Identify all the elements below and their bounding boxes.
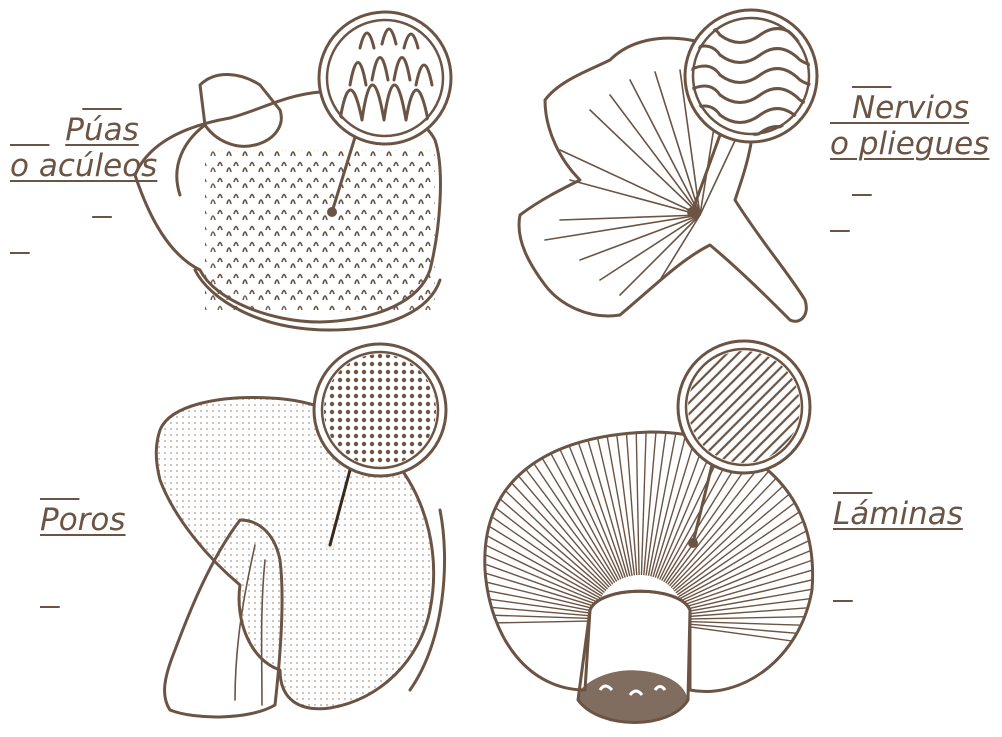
gills-label-line1: Láminas [833,496,963,532]
gills-label: Láminas [833,424,963,604]
gill-line [685,626,898,655]
spines-label-line2: o acúleos [10,148,157,184]
ridges-label-line2: o pliegues [830,126,989,162]
spines-label-2: o acúleos [10,76,157,256]
gill-line [646,362,675,575]
gill-line [676,463,847,593]
gill-line [685,621,900,628]
ridges-magnifier-icon [685,10,830,143]
gill-line [419,483,602,596]
pores-label-line1: Poros [40,502,126,538]
gill-line [635,360,639,575]
gill-line [435,460,605,592]
gill-line [608,362,635,575]
pores-magnifier-icon [314,344,446,476]
pores-label: Poros [40,430,126,610]
spines-magnifier-icon [319,12,451,144]
gill-line [517,391,618,581]
gill-line [621,361,637,575]
gills-mushroom [380,360,900,722]
ridges-label-2: o pliegues [830,54,989,234]
gill-line [506,397,617,581]
gill-line [427,471,603,594]
gill-line [641,360,648,575]
gill-line [685,615,900,619]
gills-magnifier-icon [678,341,810,473]
